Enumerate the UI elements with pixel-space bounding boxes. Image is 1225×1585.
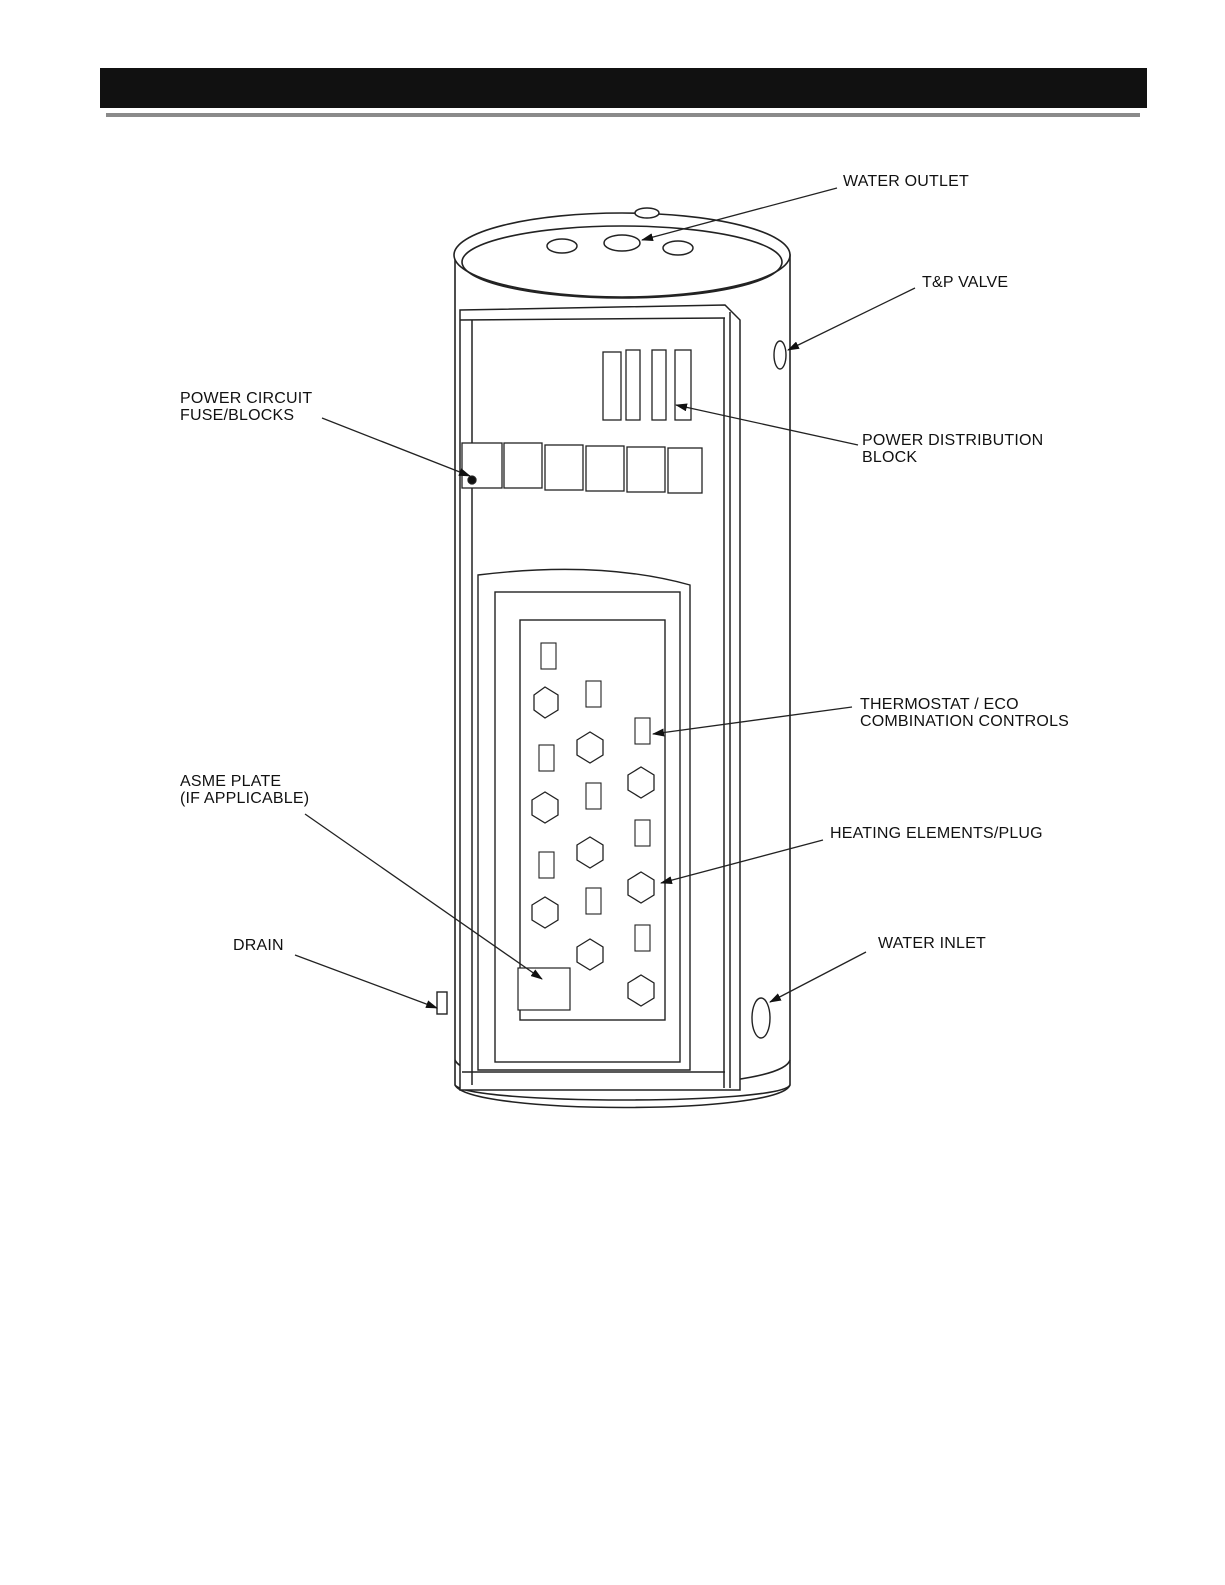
power-distribution-line-2: BLOCK [862,449,1043,466]
asme-plate-line-1: ASME PLATE [180,773,309,790]
power-distribution-line-1: POWER DISTRIBUTION [862,432,1043,449]
port-back [635,208,659,218]
drain-port [437,992,447,1014]
water-inlet-port [752,998,770,1038]
element-panel [478,569,690,1070]
tp-valve-label: T&P VALVE [922,274,1008,291]
port-left [547,239,577,253]
asme-plate-label: ASME PLATE (IF APPLICABLE) [180,773,309,807]
water-outlet-port [604,235,640,251]
water-inlet-label: WATER INLET [878,935,986,952]
power-circuit-line-2: FUSE/BLOCKS [180,407,312,424]
power-circuit-line-1: POWER CIRCUIT [180,390,312,407]
power-circuit-label: POWER CIRCUIT FUSE/BLOCKS [180,390,312,424]
thermostat-label: THERMOSTAT / ECO COMBINATION CONTROLS [860,696,1069,730]
heating-elements-label: HEATING ELEMENTS/PLUG [830,825,1043,842]
asme-plate [518,968,570,1010]
power-distribution-label: POWER DISTRIBUTION BLOCK [862,432,1043,466]
drain-label: DRAIN [233,937,284,954]
thermostat-line-2: COMBINATION CONTROLS [860,713,1069,730]
tp-valve-leader [788,288,915,350]
water-outlet-label: WATER OUTLET [843,173,969,190]
asme-plate-line-2: (IF APPLICABLE) [180,790,309,807]
power-circuit-leader [322,418,470,476]
tp-valve-port [774,341,786,369]
port-right [663,241,693,255]
drain-leader [295,955,437,1008]
thermostat-line-1: THERMOSTAT / ECO [860,696,1069,713]
